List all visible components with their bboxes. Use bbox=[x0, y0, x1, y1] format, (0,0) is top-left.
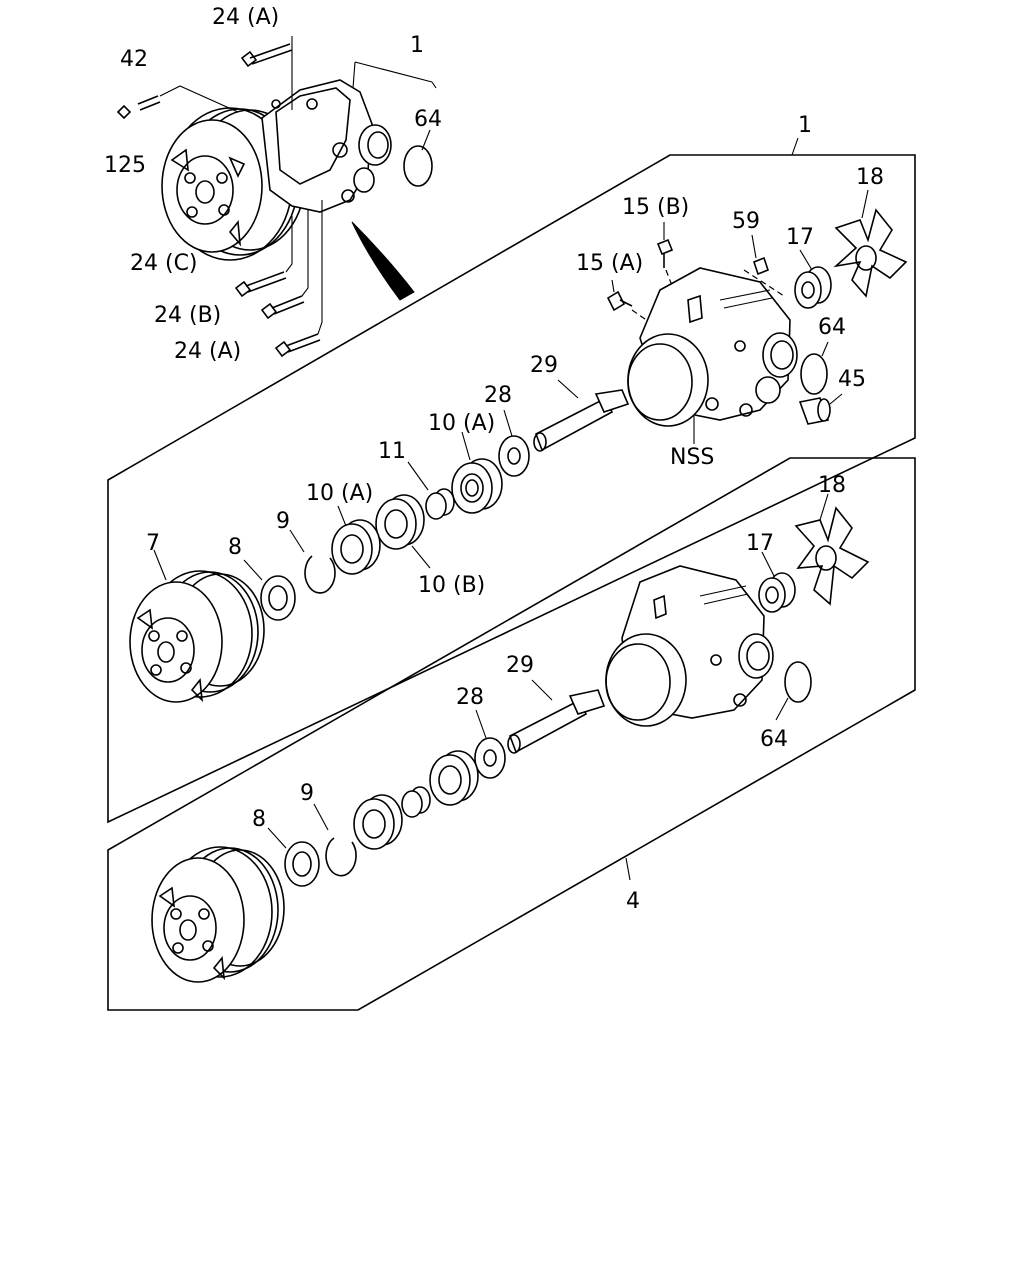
lower-panel-frame bbox=[107, 457, 916, 1011]
callout-8-lower: 8 bbox=[252, 807, 266, 832]
upper-bearing-10b bbox=[375, 494, 431, 569]
callout-42: 42 bbox=[120, 47, 148, 72]
callout-10a-left: 10 (A) bbox=[306, 481, 373, 506]
upper-seal-8 bbox=[243, 559, 296, 621]
upper-bolt-15a bbox=[606, 279, 653, 325]
upper-shaft-29 bbox=[533, 379, 630, 452]
callout-11: 11 bbox=[378, 439, 406, 464]
callout-24c: 24 (C) bbox=[130, 251, 198, 276]
callout-18-lower: 18 bbox=[818, 473, 846, 498]
lower-bearing-left bbox=[353, 794, 403, 850]
upper-bearing-10a-left bbox=[331, 505, 381, 575]
callout-15b: 15 (B) bbox=[622, 195, 689, 220]
lower-seal-17 bbox=[758, 551, 796, 613]
upper-spacer-11 bbox=[407, 461, 455, 520]
upper-pulley-7 bbox=[129, 549, 265, 703]
lower-bearing-right bbox=[429, 750, 479, 806]
callout-8-upper: 8 bbox=[228, 535, 242, 560]
callout-labels: 24 (A) 42 125 1 64 24 (C) 24 (B) 24 (A) … bbox=[104, 5, 884, 914]
callout-64-top: 64 bbox=[414, 107, 442, 132]
upper-panel bbox=[107, 137, 916, 824]
upper-panel-frame bbox=[107, 154, 916, 824]
upper-pump-housing bbox=[627, 267, 798, 444]
lower-o-ring-64 bbox=[784, 661, 812, 703]
lower-pump-housing bbox=[605, 565, 774, 727]
upper-fan-18 bbox=[833, 189, 908, 298]
callout-15a: 15 (A) bbox=[576, 251, 643, 276]
callout-28-upper: 28 bbox=[484, 383, 512, 408]
lower-washer-28 bbox=[474, 709, 506, 779]
callout-1-upper: 1 bbox=[798, 113, 812, 138]
lower-panel bbox=[107, 457, 916, 1011]
lower-pulley bbox=[151, 846, 285, 983]
callout-24a-top: 24 (A) bbox=[212, 5, 279, 30]
callout-24b: 24 (B) bbox=[154, 303, 221, 328]
callout-17-lower: 17 bbox=[746, 531, 774, 556]
callout-125: 125 bbox=[104, 153, 146, 178]
lower-fan-18 bbox=[794, 493, 870, 606]
upper-snap-ring-9 bbox=[289, 529, 336, 594]
callout-64-upper: 64 bbox=[818, 315, 846, 340]
callout-7: 7 bbox=[146, 531, 160, 556]
callout-59: 59 bbox=[732, 209, 760, 234]
top-bolts bbox=[116, 43, 321, 358]
callout-24a-bottom: 24 (A) bbox=[174, 339, 241, 364]
upper-pin-45 bbox=[798, 393, 843, 425]
callout-9-upper: 9 bbox=[276, 509, 290, 534]
callout-nss: NSS bbox=[670, 445, 714, 470]
upper-o-ring-64 bbox=[800, 353, 828, 395]
callout-1-top: 1 bbox=[410, 33, 424, 58]
callout-45: 45 bbox=[838, 367, 866, 392]
callout-4: 4 bbox=[626, 889, 640, 914]
top-pump-body bbox=[261, 79, 392, 213]
upper-washer-28 bbox=[498, 409, 530, 477]
callout-9-lower: 9 bbox=[300, 781, 314, 806]
upper-seal-17 bbox=[794, 249, 832, 309]
callout-17-upper: 17 bbox=[786, 225, 814, 250]
lower-shaft-29 bbox=[507, 679, 606, 754]
upper-bearing-10a-right bbox=[451, 431, 503, 514]
callout-29-upper: 29 bbox=[530, 353, 558, 378]
callout-18-upper: 18 bbox=[856, 165, 884, 190]
callout-29-lower: 29 bbox=[506, 653, 534, 678]
assembled-pump bbox=[116, 36, 437, 358]
callout-64-lower: 64 bbox=[760, 727, 788, 752]
top-o-ring-64 bbox=[403, 145, 433, 187]
callout-10a-right: 10 (A) bbox=[428, 411, 495, 436]
upper-pin-59 bbox=[743, 234, 785, 297]
lower-spacer bbox=[401, 786, 431, 818]
lower-seal-8 bbox=[267, 827, 320, 887]
lower-snap-ring-9 bbox=[313, 803, 357, 877]
callout-10b: 10 (B) bbox=[418, 573, 485, 598]
callout-28-lower: 28 bbox=[456, 685, 484, 710]
